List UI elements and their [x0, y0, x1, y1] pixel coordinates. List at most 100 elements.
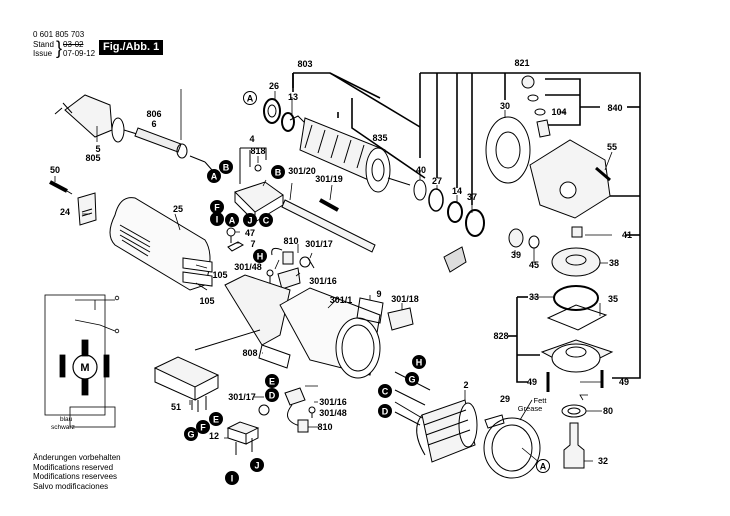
label-821: 821 [514, 58, 529, 68]
issue-label: Issue [33, 49, 53, 58]
label-6: 6 [151, 119, 156, 129]
bracket-828 [508, 296, 540, 383]
spring-301-19 [319, 198, 339, 212]
washer-27 [428, 188, 444, 212]
label-301-17-a: 301/17 [305, 239, 333, 249]
label-27: 27 [432, 176, 442, 186]
connector-letter: A [211, 171, 218, 181]
label-105-b: 105 [199, 296, 214, 306]
label-55: 55 [607, 142, 617, 152]
bevel-gear-38 [551, 247, 601, 277]
label-301-16-b: 301/16 [319, 397, 347, 407]
brace-symbol: } [56, 38, 63, 58]
connector-d-marker: D [265, 388, 279, 402]
label-32: 32 [598, 456, 608, 466]
label-301-19: 301/19 [315, 174, 343, 184]
connector-j-marker: J [250, 458, 264, 472]
connector-letter: H [257, 251, 264, 261]
mains-plug [54, 94, 151, 143]
connector-letter: A [540, 461, 547, 471]
label-828: 828 [493, 331, 508, 341]
label-47: 47 [245, 228, 255, 238]
screw-55 [595, 166, 611, 182]
label-818: 818 [250, 146, 265, 156]
connector-c-marker: C [259, 213, 273, 227]
label-39: 39 [511, 250, 521, 260]
label-301-20: 301/20 [288, 166, 316, 176]
motor-symbol-label: M [80, 362, 89, 374]
label-49-left: 49 [527, 377, 537, 387]
label-835: 835 [372, 133, 387, 143]
connector-e-marker: E [209, 412, 223, 426]
connector-letter: J [254, 460, 259, 470]
label-26: 26 [269, 81, 279, 91]
label-105-a: 105 [212, 270, 227, 280]
label-45: 45 [529, 260, 539, 270]
label-5: 5 [95, 144, 100, 154]
brush-holder-301-16-b [284, 387, 309, 433]
label-40: 40 [416, 165, 426, 175]
screw-301-48-b [308, 406, 316, 418]
footer-notes: Änderungen vorbehalten Modifications res… [33, 453, 121, 491]
pinion-39 [508, 228, 524, 248]
connector-h-marker: H [412, 355, 426, 369]
stator-25 [109, 197, 213, 291]
connector-e-marker: E [265, 374, 279, 388]
spindle-32 [563, 422, 585, 469]
label-29: 29 [500, 394, 510, 404]
needle-sleeve-41 [571, 226, 583, 238]
gasket-35 [546, 304, 608, 331]
label-33: 33 [529, 292, 539, 302]
o-ring-33 [553, 285, 599, 311]
part-7 [227, 241, 245, 252]
connector-letter: F [214, 202, 220, 212]
screw-50 [49, 180, 73, 195]
switch-4 [234, 147, 284, 224]
connector-f-marker: F [196, 420, 210, 434]
connector-j-marker: J [243, 213, 257, 227]
label-2: 2 [463, 380, 468, 390]
connector-a-marker: A [225, 213, 239, 227]
spring-301-17-b [258, 404, 270, 416]
motor-housing-301-1 [224, 274, 381, 379]
connector-a-marker: A [207, 169, 221, 183]
connector-letter: C [382, 386, 389, 396]
label-806: 806 [146, 109, 161, 119]
bearing-26 [263, 98, 281, 124]
label-810-b: 810 [317, 422, 332, 432]
connector-letter: G [187, 429, 194, 439]
label-51: 51 [171, 402, 181, 412]
connector-i-marker: I [225, 471, 239, 485]
connector-g-marker: G [184, 427, 198, 441]
note-de: Änderungen vorbehalten [33, 453, 121, 462]
connector-h-marker: H [253, 249, 267, 263]
label-9: 9 [376, 289, 381, 299]
part-number: 0 601 805 703 [33, 30, 85, 39]
connector-letter: D [269, 390, 276, 400]
label-41: 41 [622, 230, 632, 240]
bearing-37 [465, 209, 485, 237]
connector-letter: B [275, 167, 282, 177]
label-9 [356, 297, 384, 324]
washer-80 [561, 404, 587, 418]
connector-letter: G [408, 374, 415, 384]
label-805: 805 [85, 153, 100, 163]
connector-g-marker: G [405, 372, 419, 386]
armature-835 [289, 115, 411, 193]
connector-letter: B [223, 162, 230, 172]
label-35: 35 [608, 294, 618, 304]
cord-clamp-24 [77, 192, 97, 226]
wire-blau-label: blau [60, 416, 73, 423]
note-es: Salvo modificaciones [33, 481, 109, 491]
brush-810 [271, 247, 294, 265]
connector-letter: H [416, 357, 423, 367]
connector-letter: I [231, 473, 234, 483]
stand-value: 03-02 [63, 40, 84, 49]
wiring-schematic [44, 294, 120, 428]
holder-301-16 [277, 267, 301, 290]
connector-letter: D [382, 406, 389, 416]
label-301-48-b: 301/48 [319, 408, 347, 418]
gear-head-housing [529, 139, 611, 219]
